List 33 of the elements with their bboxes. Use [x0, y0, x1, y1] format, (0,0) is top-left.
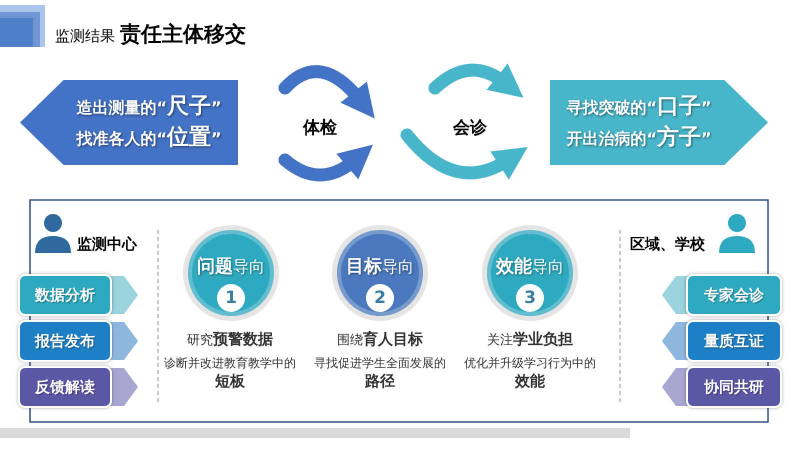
cycle-label: 会诊 [453, 117, 487, 139]
circle-heading: 问题导向 [196, 255, 266, 278]
tag-box [18, 320, 112, 362]
caption-text: 优化并升级学习行为中的效能 [463, 355, 597, 391]
cycle-label: 体检 [303, 117, 337, 139]
tag-label: 数据分析 [35, 286, 95, 304]
caption-text: 诊断并改进教育教学中的短板 [163, 355, 297, 391]
tag-label: 协同共研 [704, 378, 764, 396]
tag-box [18, 366, 112, 408]
caption-heading: 研究预警数据 [186, 330, 274, 350]
tag-box [686, 274, 782, 316]
banner-text: 造出测量的“尺子” 找准各人的“位置” [75, 92, 223, 152]
tag-label: 报告发布 [35, 332, 95, 350]
number-badge: 2 [366, 284, 394, 312]
number-badge: 1 [217, 284, 245, 312]
caption-heading: 围绕育人目标 [336, 330, 424, 350]
tag-label: 反馈解读 [35, 378, 95, 396]
arrow-banner [20, 80, 238, 165]
arrow-banner [550, 80, 768, 165]
tag-label: 量质互证 [704, 332, 764, 350]
caption-heading: 关注学业负担 [486, 330, 574, 350]
caption-text: 寻找促进学生全面发展的路径 [313, 355, 447, 391]
banner-text: 寻找突破的“口子” 开出治病的“方子” [565, 92, 713, 152]
tag-box [686, 320, 782, 362]
role-label: 区域、学校 [630, 235, 705, 254]
number-badge: 3 [516, 284, 544, 312]
role-label: 监测中心 [77, 235, 137, 254]
circle-heading: 效能导向 [494, 255, 565, 278]
tag-label: 专家会诊 [704, 286, 764, 304]
tag-box [686, 366, 782, 408]
slide-title: 监测结果 责任主体移交 [55, 21, 246, 48]
tag-box [18, 274, 112, 316]
circle-heading: 目标导向 [345, 255, 415, 278]
